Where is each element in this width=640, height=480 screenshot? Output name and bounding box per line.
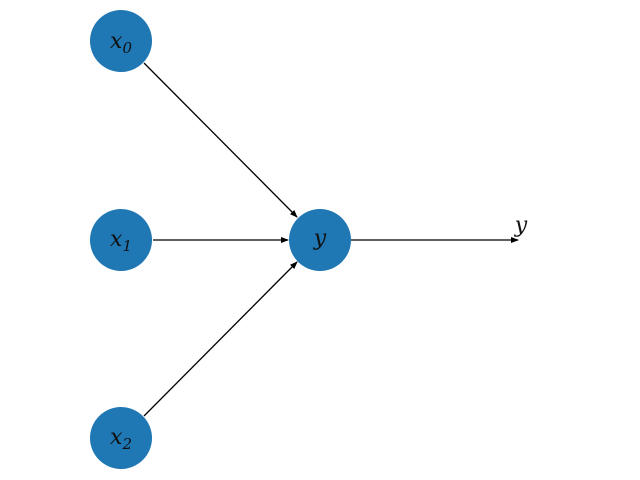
edge-x2-to-y <box>143 261 298 417</box>
node-x1-label: x1 <box>110 227 132 255</box>
node-x2-label: x2 <box>110 425 132 453</box>
node-y: y <box>289 209 351 271</box>
node-x1-circle <box>90 209 152 271</box>
node-x0-circle <box>90 10 152 72</box>
node-x2-circle <box>90 407 152 469</box>
node-y-circle <box>289 209 351 271</box>
node-x0: x0 <box>90 10 152 72</box>
node-x2: x2 <box>90 407 152 469</box>
edge-x0-to-y <box>143 62 298 218</box>
node-x1: x1 <box>90 209 152 271</box>
node-y-label: y <box>313 226 327 251</box>
output-label: y <box>514 213 528 238</box>
node-x0-label: x0 <box>110 29 132 57</box>
